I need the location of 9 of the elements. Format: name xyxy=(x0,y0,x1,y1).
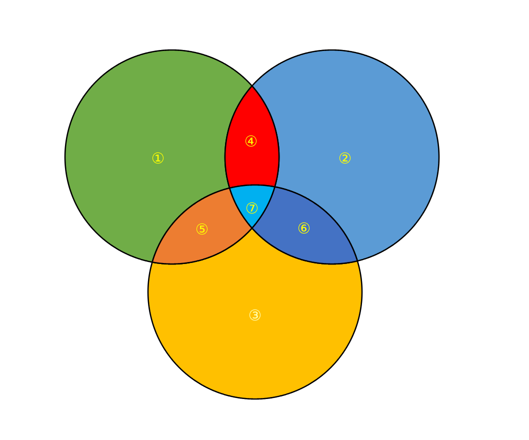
region-number: ⑥ xyxy=(298,222,310,234)
region-number: ⑦ xyxy=(246,202,258,214)
region-number: ④ xyxy=(245,135,257,147)
region-number: ③ xyxy=(249,309,261,321)
region-number: ② xyxy=(339,152,351,164)
venn-region xyxy=(224,85,280,189)
region-number: ① xyxy=(152,152,164,164)
venn-region xyxy=(229,184,276,229)
region-number: ⑤ xyxy=(196,223,208,235)
